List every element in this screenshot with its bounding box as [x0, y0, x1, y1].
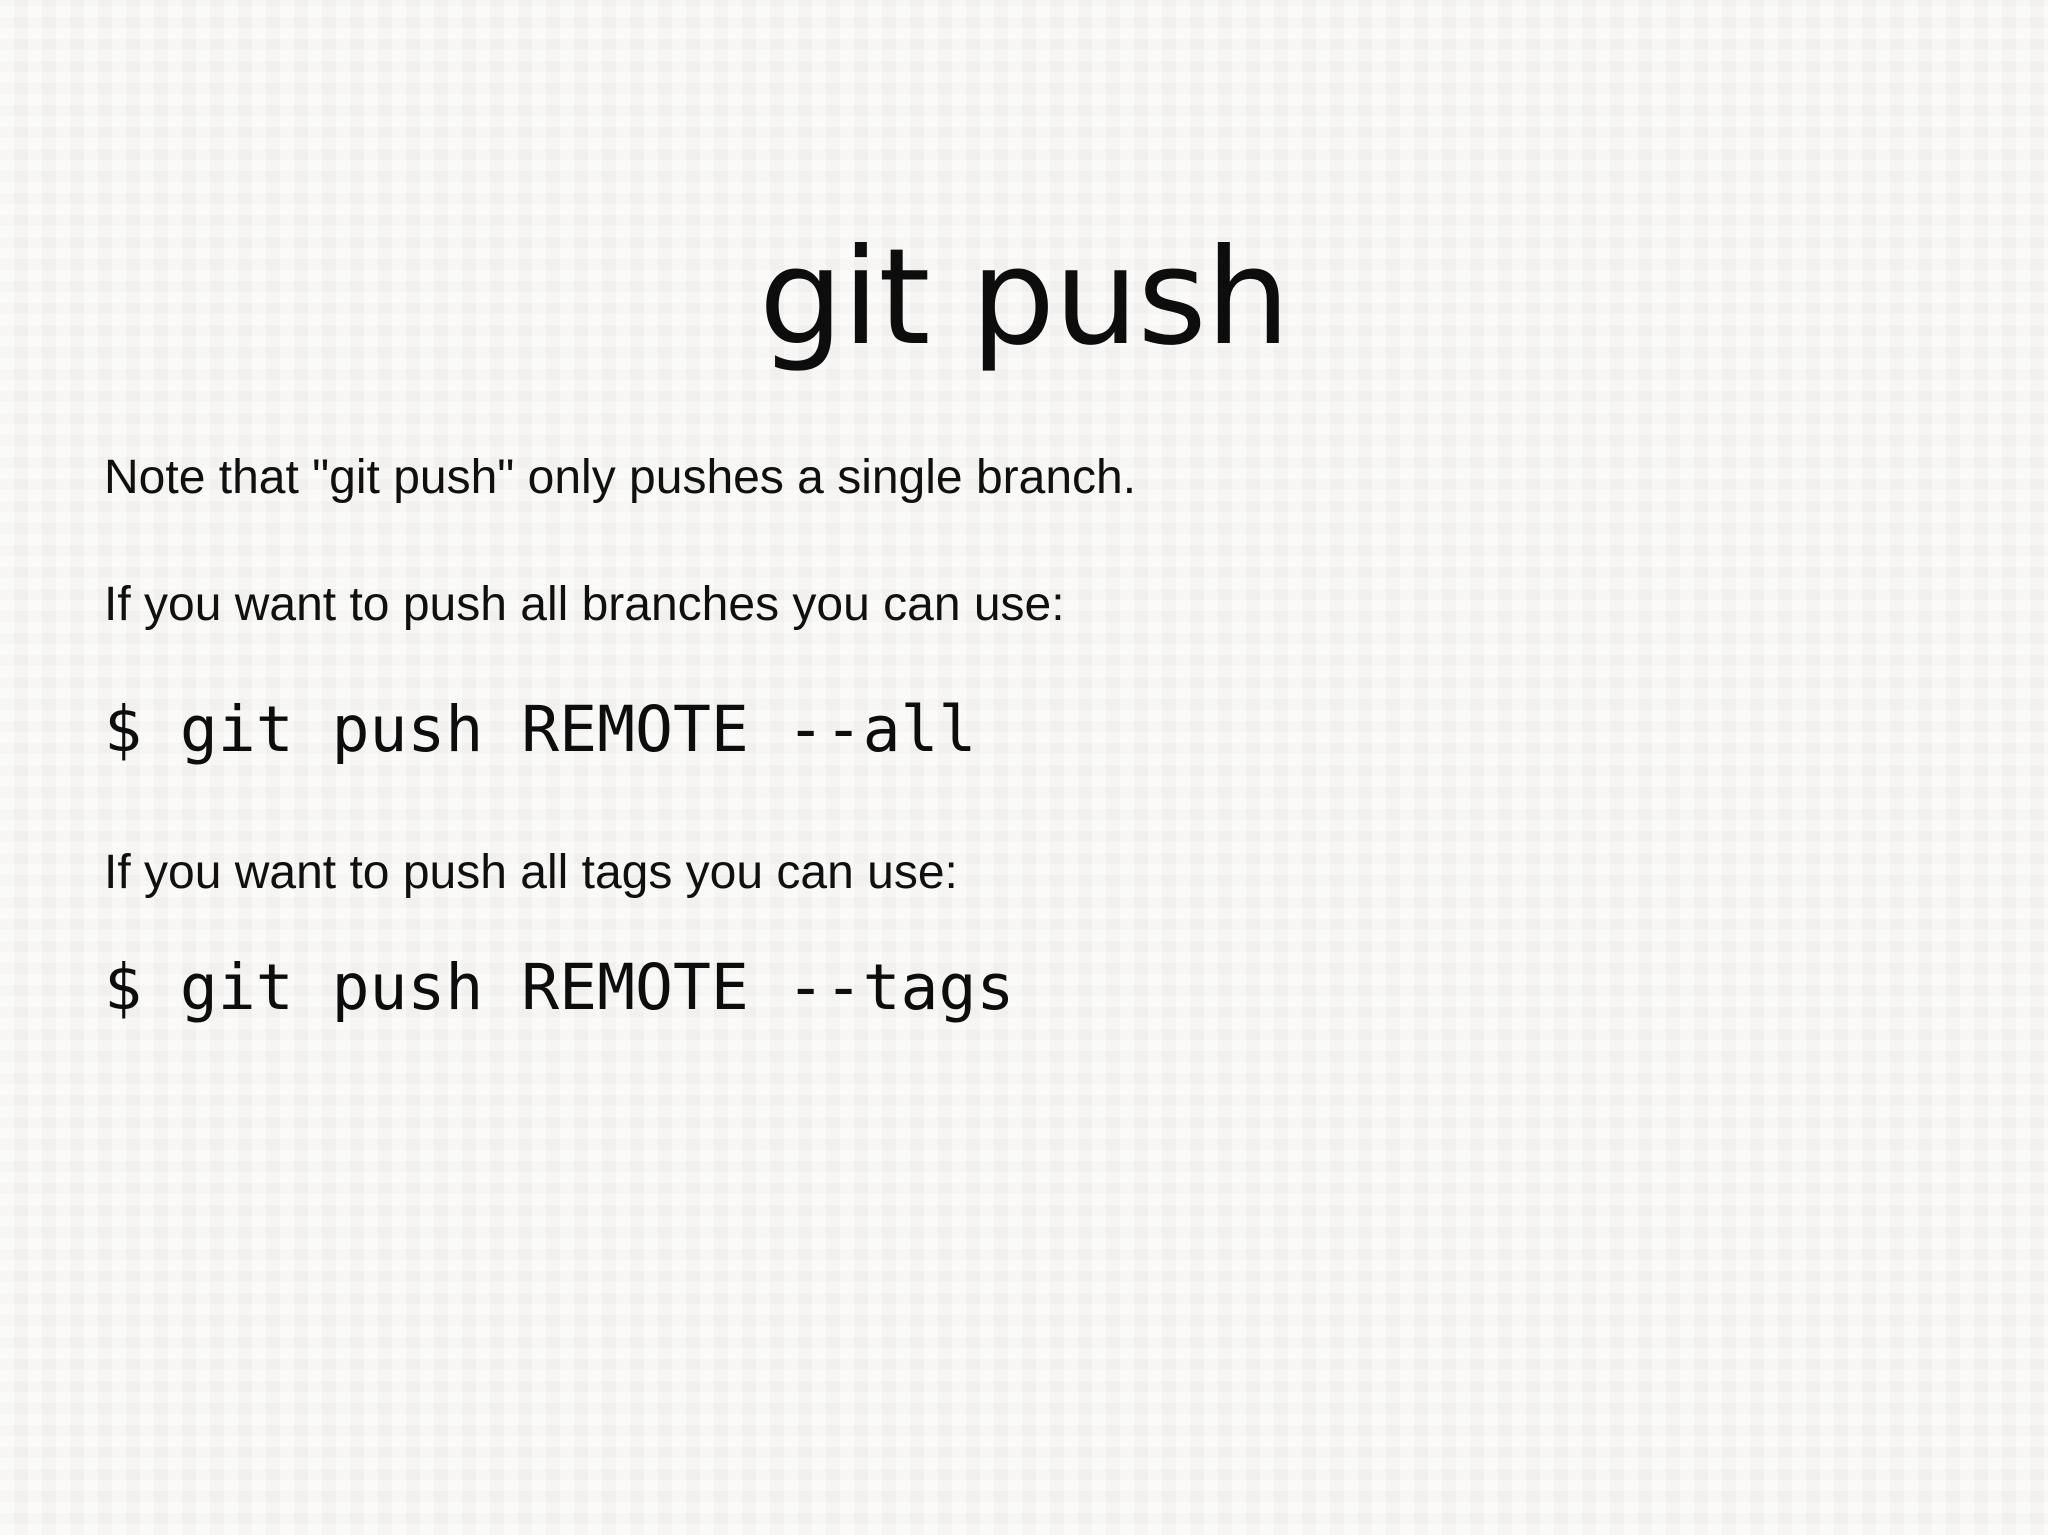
slide-title: git push: [758, 221, 1290, 375]
note-text: Note that "git push" only pushes a singl…: [104, 451, 1137, 504]
push-all-tags-intro-text: If you want to push all tags you can use…: [104, 846, 958, 899]
push-all-branches-command: $ git push REMOTE --all: [104, 693, 977, 766]
push-all-branches-intro-text: If you want to push all branches you can…: [104, 578, 1065, 631]
push-all-tags-command: $ git push REMOTE --tags: [104, 951, 1015, 1024]
